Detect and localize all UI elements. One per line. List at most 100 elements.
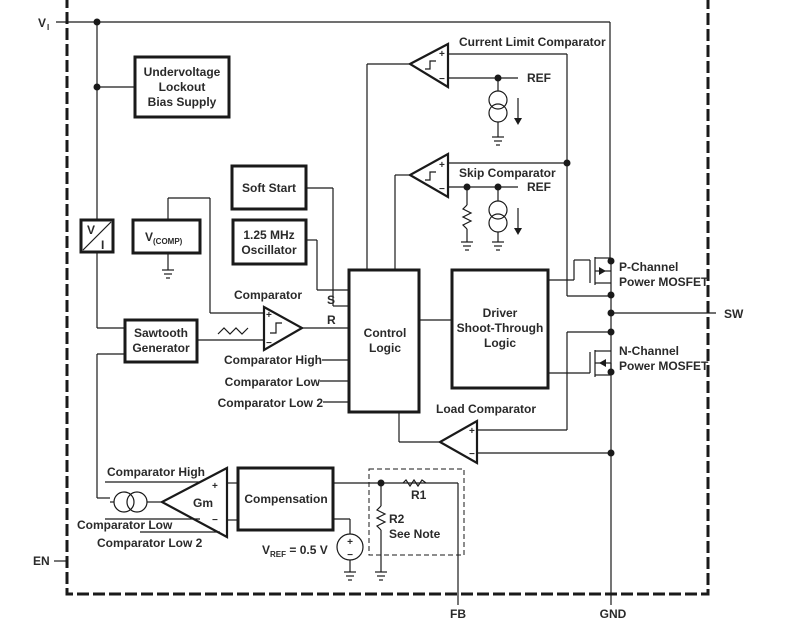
ref-label-2: REF xyxy=(527,180,551,194)
ground-icon xyxy=(492,241,504,251)
driver-block: Driver Shoot-Through Logic xyxy=(450,268,590,390)
current-source-icon xyxy=(488,200,522,235)
gm-comp-high-label: Comparator High xyxy=(107,465,205,479)
n-channel-mosfet: N-Channel Power MOSFET xyxy=(566,313,709,430)
ground-icon xyxy=(162,269,174,279)
control-logic-block: Control Logic xyxy=(347,64,452,443)
pin-sw-label: SW xyxy=(724,307,744,321)
sawtooth-line-1: Sawtooth xyxy=(134,326,188,340)
pin-gnd-label: GND xyxy=(600,607,627,621)
control-logic-line-1: Control xyxy=(364,326,407,340)
ground-icon xyxy=(344,571,356,581)
gm-amplifier: Comparator High Gm + − Comparator Low Co… xyxy=(77,465,229,550)
uvlo-line-3: Bias Supply xyxy=(148,95,217,109)
pin-vi-subscript: I xyxy=(47,23,49,32)
vi-converter-v: V xyxy=(87,223,95,237)
current-limit-comparator: Current Limit Comparator + − REF xyxy=(367,35,606,296)
ref-label-1: REF xyxy=(527,71,551,85)
ic-boundary xyxy=(65,0,710,596)
pin-sw: SW xyxy=(607,307,744,321)
load-comparator: Load Comparator + − xyxy=(436,402,611,465)
hysteresis-icon xyxy=(425,60,436,70)
pin-vi-label: V xyxy=(38,16,46,30)
pin-fb: FB xyxy=(450,607,466,621)
pin-en-label: EN xyxy=(33,554,50,568)
uvlo-line-2: Lockout xyxy=(159,80,206,94)
gm-comp-low2-label: Comparator Low 2 xyxy=(97,536,203,550)
gm-label: Gm xyxy=(193,496,213,510)
vi-converter-i: I xyxy=(101,238,104,252)
see-note-label: See Note xyxy=(389,527,441,541)
vref-source: + − VREF = 0.5 V xyxy=(262,533,364,581)
svg-text:−: − xyxy=(212,515,218,526)
external-resistor-box xyxy=(368,468,465,556)
resistor-r1-icon xyxy=(402,478,427,488)
ground-icon xyxy=(461,241,473,251)
pin-en: EN xyxy=(33,554,67,568)
oscillator-block: 1.25 MHz Oscillator xyxy=(231,218,349,291)
svg-text:+: + xyxy=(266,310,272,321)
s-input-label: S xyxy=(327,293,335,307)
soft-start-label: Soft Start xyxy=(242,181,296,195)
hysteresis-icon xyxy=(270,322,282,334)
pin-gnd: GND xyxy=(600,350,627,621)
gm-comp-low-label: Comparator Low xyxy=(77,518,173,532)
hysteresis-icon xyxy=(425,171,436,181)
r-input-label: R xyxy=(327,313,336,327)
soft-start-block: Soft Start xyxy=(230,164,349,307)
comp-low-label: Comparator Low xyxy=(225,375,321,389)
ground-icon xyxy=(492,136,504,146)
p-channel-label-1: P-Channel xyxy=(619,260,678,274)
n-channel-label-2: Power MOSFET xyxy=(619,359,709,373)
comp-low2-label: Comparator Low 2 xyxy=(218,396,324,410)
pwm-comparator-label: Comparator xyxy=(234,288,302,302)
vref-label: VREF = 0.5 V xyxy=(262,543,328,559)
driver-line-2: Shoot-Through xyxy=(457,321,544,335)
driver-line-3: Logic xyxy=(484,336,516,350)
p-channel-label-2: Power MOSFET xyxy=(619,275,709,289)
svg-text:−: − xyxy=(469,449,475,460)
n-channel-label-1: N-Channel xyxy=(619,344,679,358)
svg-text:−: − xyxy=(439,74,445,85)
svg-text:−: − xyxy=(347,550,353,561)
vcomp-label: V(COMP) xyxy=(145,230,183,246)
svg-text:−: − xyxy=(439,184,445,195)
svg-text:+: + xyxy=(439,49,445,60)
svg-text:−: − xyxy=(266,338,272,349)
feedback-divider: R1 R2 See Note xyxy=(368,468,465,605)
oscillator-line-1: 1.25 MHz xyxy=(243,228,294,242)
resistor-icon xyxy=(461,204,473,230)
r2-label: R2 xyxy=(389,512,405,526)
p-channel-mosfet: P-Channel Power MOSFET xyxy=(567,257,709,313)
oscillator-line-2: Oscillator xyxy=(241,243,297,257)
current-limit-label: Current Limit Comparator xyxy=(459,35,606,49)
compensation-block: Compensation xyxy=(227,466,458,534)
uvlo-block: Undervoltage Lockout Bias Supply xyxy=(133,55,231,119)
ground-icon xyxy=(375,571,387,581)
pin-vi: V I xyxy=(38,16,610,32)
svg-text:+: + xyxy=(469,426,475,437)
svg-text:+: + xyxy=(439,160,445,171)
skip-comparator: Skip Comparator + − REF xyxy=(395,152,571,251)
uvlo-line-1: Undervoltage xyxy=(144,65,221,79)
compensation-label: Compensation xyxy=(244,492,327,506)
driver-line-1: Driver xyxy=(483,306,518,320)
pwm-comparator: Comparator + − xyxy=(234,288,349,352)
sawtooth-line-2: Generator xyxy=(132,341,190,355)
pin-fb-label: FB xyxy=(450,607,466,621)
control-logic-line-2: Logic xyxy=(369,341,401,355)
skip-comparator-label: Skip Comparator xyxy=(459,166,556,180)
vcomp-block: V(COMP) xyxy=(131,197,264,314)
r1-label: R1 xyxy=(411,488,427,502)
transconductance-icon xyxy=(113,491,148,513)
sawtooth-block: Sawtooth Generator xyxy=(96,318,264,499)
vi-converter-block: V I xyxy=(79,218,115,254)
load-comparator-label: Load Comparator xyxy=(436,402,536,416)
current-source-icon xyxy=(488,90,522,125)
svg-text:+: + xyxy=(347,537,353,548)
svg-text:+: + xyxy=(212,481,218,492)
resistor-r2-icon xyxy=(375,505,387,531)
sawtooth-wave-icon xyxy=(217,327,249,335)
comp-high-label: Comparator High xyxy=(224,353,322,367)
